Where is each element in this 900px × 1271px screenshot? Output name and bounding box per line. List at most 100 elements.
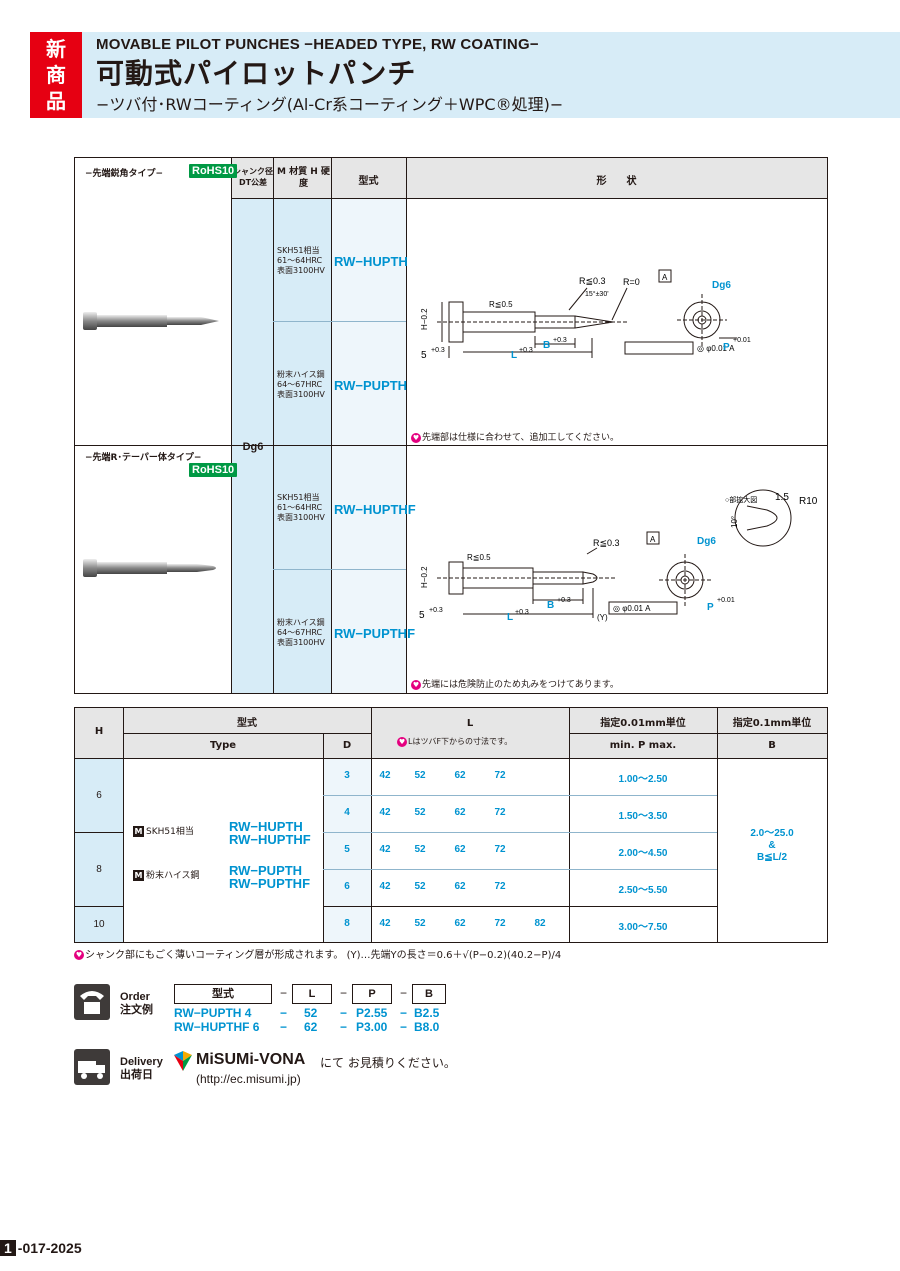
l-value: 42 <box>379 807 391 818</box>
d-value: 8 <box>344 918 350 929</box>
truck-icon <box>74 1049 110 1085</box>
l-value: 62 <box>454 918 466 929</box>
p-en-header: min. P max. <box>609 740 677 751</box>
l-header: L <box>466 718 474 729</box>
svg-text:5: 5 <box>421 350 427 361</box>
l-value: 72 <box>494 844 506 855</box>
order-example-part: − <box>280 1020 288 1034</box>
order-example-part: − <box>340 1020 348 1034</box>
shank-header: シャンク径 DT公差 <box>233 167 273 187</box>
order-example-part: − <box>340 1006 348 1020</box>
material-powder: 粉末ハイス鋼 64〜67HRC 表面3100HV <box>277 370 325 399</box>
l-value: 62 <box>454 881 466 892</box>
svg-text:◎ φ0.01 A: ◎ φ0.01 A <box>697 344 735 353</box>
svg-text:L: L <box>507 612 513 623</box>
dimension-table: H 型式 Type D L ♥LはツバF下からの寸法です。 指定0.01mm単位… <box>74 707 828 943</box>
svg-text:Dg6: Dg6 <box>697 536 716 547</box>
svg-text:+0.01: +0.01 <box>733 337 751 344</box>
l-value: 52 <box>414 881 426 892</box>
type-rw-pupthf: RW−PUPTHF <box>334 626 416 641</box>
svg-text:+0.3: +0.3 <box>515 609 529 616</box>
title-english: MOVABLE PILOT PUNCHES −HEADED TYPE, RW C… <box>96 36 539 53</box>
page-number: 1-017-2025 <box>0 1240 82 1256</box>
l-value: 52 <box>414 918 426 929</box>
svg-text:L: L <box>511 350 517 361</box>
type-rw-hupth: RW−HUPTH <box>334 254 408 269</box>
material-header: M 材質 H 硬度 <box>277 167 330 189</box>
note-taper: ♥先端には危険防止のため丸みをつけてあります。 <box>411 679 619 690</box>
shape-header: 形 状 <box>596 176 637 187</box>
l-value: 72 <box>494 881 506 892</box>
svg-text:R≦0.3: R≦0.3 <box>593 538 620 548</box>
svg-text:+0.3: +0.3 <box>431 347 445 354</box>
svg-text:R≦0.3: R≦0.3 <box>579 276 606 286</box>
type-rw-pupth: RW−PUPTH <box>334 378 408 393</box>
svg-text:+0.01: +0.01 <box>717 597 735 604</box>
order-example-part: B2.5 <box>414 1006 440 1020</box>
svg-text:○部拡大図: ○部拡大図 <box>725 495 757 504</box>
material-skh51: SKH51相当 61〜64HRC 表面3100HV <box>277 246 325 275</box>
rohs-badge: RoHS10 <box>189 164 238 178</box>
phone-icon <box>74 984 110 1020</box>
l-value: 72 <box>494 807 506 818</box>
svg-text:+0.3: +0.3 <box>553 337 567 344</box>
dash: − <box>400 986 408 1000</box>
spec-table: シャンク径 DT公差 M 材質 H 硬度 型式 形 状 −先端鋭角タイプ− Ro… <box>74 157 828 694</box>
h-value: 6 <box>96 790 102 801</box>
svg-text:5: 5 <box>419 610 425 621</box>
l-value: 52 <box>414 770 426 781</box>
svg-text:◎ φ0.01 A: ◎ φ0.01 A <box>613 604 651 613</box>
page-subtitle: −ツバ付･RWコーティング(Al-Cr系コーティング＋WPC®処理)− <box>96 95 564 114</box>
dash: − <box>280 986 288 1000</box>
type-en-header: Type <box>209 740 237 751</box>
type-rw-hupthf: RW−HUPTHF <box>334 502 416 517</box>
l-value: 42 <box>379 918 391 929</box>
svg-text:+0.3: +0.3 <box>429 607 443 614</box>
material-skh51: SKH51相当 61〜64HRC 表面3100HV <box>277 493 325 522</box>
svg-text:R=0: R=0 <box>623 277 640 287</box>
order-col-type: 型式 <box>174 984 272 1004</box>
l-value: 42 <box>379 881 391 892</box>
order-col-b: B <box>412 984 446 1004</box>
h-value: 8 <box>96 864 102 875</box>
new-product-badge: 新商品 <box>30 32 82 118</box>
svg-text:+0.3: +0.3 <box>557 597 571 604</box>
l-value: 42 <box>379 844 391 855</box>
svg-text:H−0.2: H−0.2 <box>420 308 429 330</box>
order-col-l: L <box>292 984 332 1004</box>
l-value: 62 <box>454 807 466 818</box>
l-value: 52 <box>414 844 426 855</box>
l-value: 52 <box>414 807 426 818</box>
p-range: 1.50〜3.50 <box>618 811 668 822</box>
note-sharp: ♥先端部は仕様に合わせて、追加工してください。 <box>411 432 620 443</box>
order-col-p: P <box>352 984 392 1004</box>
delivery-text: にて お見積りください。 <box>320 1056 456 1070</box>
page-title: 可動式パイロットパンチ <box>96 57 417 90</box>
drawing-sharp-tip: R≦0.5 R≦0.3 15°±30' R=0 A Dg6 H−0.2 5 +0… <box>420 269 751 361</box>
d-value: 6 <box>344 881 350 892</box>
p-range: 3.00〜7.50 <box>618 922 668 933</box>
url-link[interactable]: (http://ec.misumi.jp) <box>196 1072 301 1086</box>
d-value: 3 <box>344 770 350 781</box>
misumi-logo-icon <box>172 1051 194 1075</box>
p-range: 1.00〜2.50 <box>618 774 668 785</box>
svg-text:1.5: 1.5 <box>775 492 789 503</box>
order-example-part: P2.55 <box>356 1006 388 1020</box>
brand-name: MiSUMi-VONA <box>196 1051 306 1068</box>
svg-text:H−0.2: H−0.2 <box>420 566 429 588</box>
svg-text:(Y): (Y) <box>597 613 608 622</box>
order-example-part: B8.0 <box>414 1020 440 1034</box>
dash: − <box>340 986 348 1000</box>
order-example-part: RW−PUPTH 4 <box>174 1006 252 1020</box>
footnote: ♥シャンク部にもごく薄いコーティング層が形成されます。 (Y)…先端Yの長さ＝0… <box>74 950 562 961</box>
order-example-part: − <box>400 1006 408 1020</box>
punch-photo-sharp <box>83 312 219 330</box>
svg-text:P: P <box>707 602 714 613</box>
svg-text:R≦0.5: R≦0.5 <box>467 553 491 562</box>
d-col-bg <box>323 758 371 942</box>
l-value: 72 <box>494 918 506 929</box>
l-value: 62 <box>454 844 466 855</box>
